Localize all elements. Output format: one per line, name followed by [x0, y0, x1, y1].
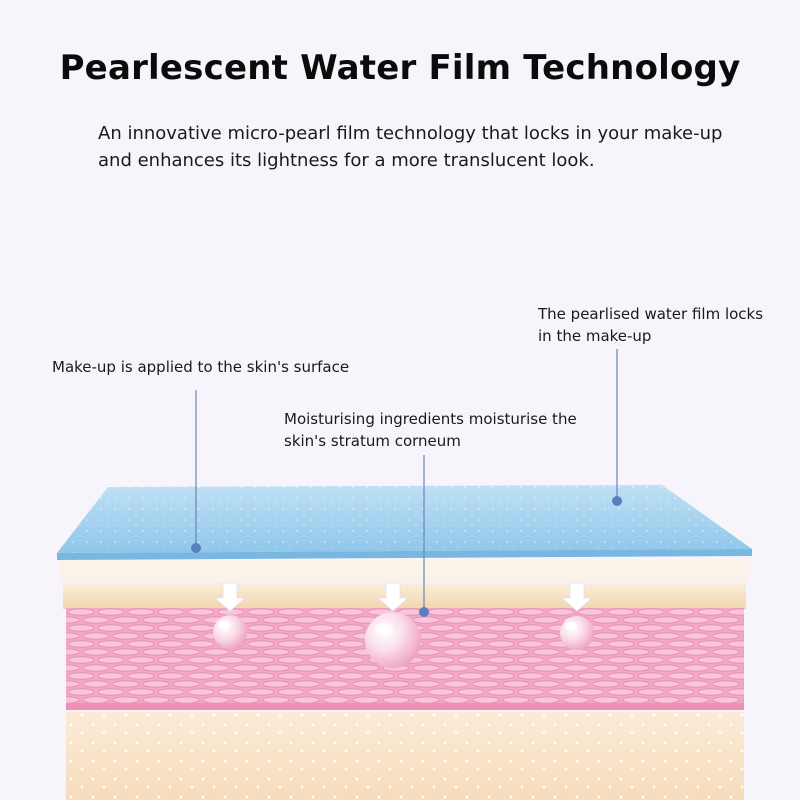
arrow-down-icon	[376, 582, 410, 612]
leader-line-film	[612, 349, 622, 506]
dermis-layer	[66, 712, 744, 800]
water-film-layer	[57, 485, 752, 560]
page-subtitle: An innovative micro-pearl film technolog…	[98, 123, 723, 171]
pearl-icon	[560, 616, 594, 650]
pearl-icon	[213, 615, 247, 649]
leader-line-makeup	[191, 390, 201, 553]
callout-water-film: The pearlised water film locks in the ma…	[538, 305, 764, 345]
makeup-haze	[60, 560, 750, 582]
makeup-layer	[63, 583, 746, 609]
arrow-down-icon	[213, 582, 247, 612]
page-title: Pearlescent Water Film Technology	[59, 48, 741, 88]
leader-line-moisturising	[419, 455, 429, 617]
callout-makeup: Make-up is applied to the skin's surface	[52, 358, 350, 376]
pearl-icon	[365, 612, 421, 668]
arrow-down-icon	[560, 582, 594, 612]
callout-moisturising: Moisturising ingredients moisturise the …	[284, 410, 577, 450]
